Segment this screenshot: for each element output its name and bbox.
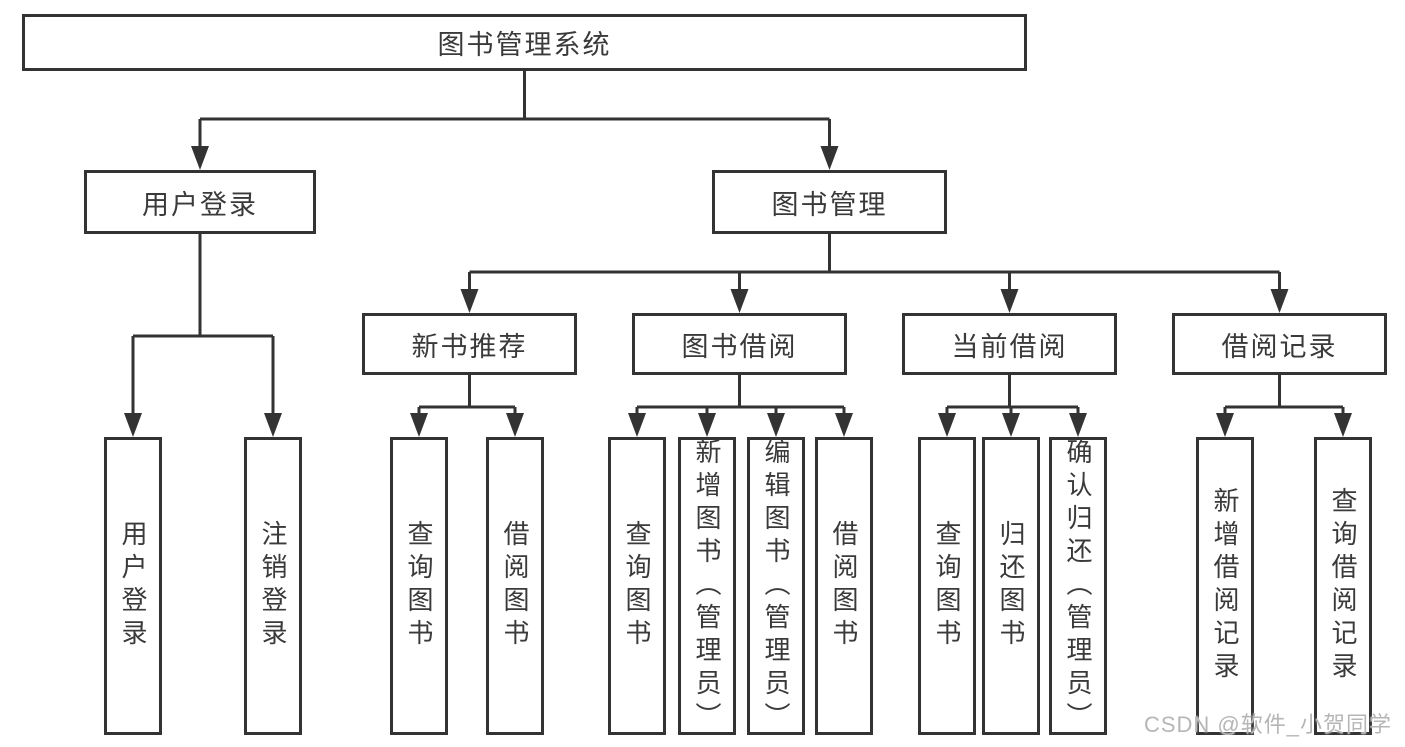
leaf-add-book-admin: 新增图书（管理员）: [678, 437, 736, 735]
node-label: 用户登录: [118, 520, 148, 652]
node-current-borrowing: 当前借阅: [902, 313, 1117, 375]
node-label: 编辑图书（管理员）: [761, 437, 791, 735]
leaf-query-books-current: 查询图书: [918, 437, 976, 735]
node-label: 图书管理: [771, 189, 888, 220]
node-label: 查询图书: [404, 520, 434, 652]
leaf-user-login: 用户登录: [104, 437, 162, 735]
leaf-edit-book-admin: 编辑图书（管理员）: [747, 437, 805, 735]
node-new-book-recommendation: 新书推荐: [362, 313, 577, 375]
leaf-confirm-return-admin: 确认归还（管理员）: [1049, 437, 1107, 735]
node-label: 查询借阅记录: [1328, 487, 1358, 685]
node-label: 注销登录: [258, 520, 288, 652]
node-label: 新书推荐: [411, 331, 528, 362]
node-label: 查询图书: [932, 520, 962, 652]
node-label: 借阅图书: [829, 520, 859, 652]
node-label: 用户登录: [142, 189, 258, 220]
node-book-borrowing: 图书借阅: [632, 313, 847, 375]
node-book-management: 图书管理: [712, 170, 947, 234]
node-library-management-system: 图书管理系统: [22, 14, 1027, 71]
leaf-query-borrow-record: 查询借阅记录: [1314, 437, 1372, 735]
node-label: 借阅图书: [500, 520, 530, 652]
node-label: 当前借阅: [951, 331, 1068, 362]
leaf-borrow-books-recommend: 借阅图书: [486, 437, 544, 735]
node-label: 确认归还（管理员）: [1063, 437, 1093, 735]
leaf-logout: 注销登录: [244, 437, 302, 735]
node-label: 查询图书: [622, 520, 652, 652]
leaf-query-books-borrowing: 查询图书: [608, 437, 666, 735]
node-label: 新增借阅记录: [1210, 487, 1240, 685]
node-label: 图书借阅: [681, 331, 798, 362]
node-label: 图书管理系统: [437, 30, 612, 60]
node-label: 新增图书（管理员）: [692, 437, 722, 735]
csdn-watermark: CSDN @软件_小贺同学: [1143, 712, 1392, 737]
leaf-add-borrow-record: 新增借阅记录: [1196, 437, 1254, 735]
node-label: 借阅记录: [1221, 331, 1338, 362]
arrowheads: [124, 146, 1352, 437]
node-user-login: 用户登录: [84, 170, 316, 234]
node-label: 归还图书: [996, 520, 1026, 652]
leaf-borrow-books-borrowing: 借阅图书: [815, 437, 873, 735]
leaf-query-books-recommend: 查询图书: [390, 437, 448, 735]
node-borrow-records: 借阅记录: [1172, 313, 1387, 375]
leaf-return-books: 归还图书: [982, 437, 1040, 735]
